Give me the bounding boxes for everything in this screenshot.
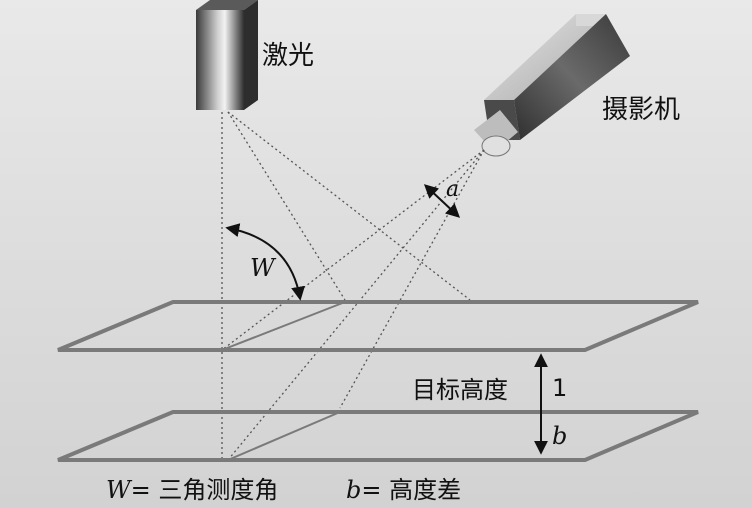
upper-plane [57, 300, 699, 352]
lower-plane [57, 410, 699, 462]
aperture-angle-arrow [423, 184, 461, 218]
camera-sight-lines [221, 149, 485, 461]
triangulation-angle-arc [225, 223, 305, 301]
legend-w-text: = 三角测度角 [131, 476, 279, 504]
angle-w-label: W [250, 254, 277, 282]
laser-beams [221, 111, 471, 460]
laser-label: 激光 [262, 41, 314, 71]
svg-text:b= 高度差: b= 高度差 [346, 476, 461, 504]
legend-b-text: = 高度差 [361, 476, 461, 504]
camera-device [474, 14, 630, 157]
laser-emitter [196, 0, 258, 110]
diff-b-label: b [552, 422, 567, 450]
target-height-label: 目标高度 [412, 376, 508, 404]
angle-a-label: a [446, 177, 459, 202]
svg-text:W= 三角测度角: W= 三角测度角 [106, 476, 278, 504]
level-1-label: 1 [552, 374, 567, 402]
legend-b-symbol: b [346, 476, 361, 504]
legend: W= 三角测度角 b= 高度差 [106, 476, 461, 504]
camera-label: 摄影机 [602, 95, 680, 125]
legend-w-symbol: W [106, 476, 133, 504]
camera-lens [474, 110, 518, 157]
